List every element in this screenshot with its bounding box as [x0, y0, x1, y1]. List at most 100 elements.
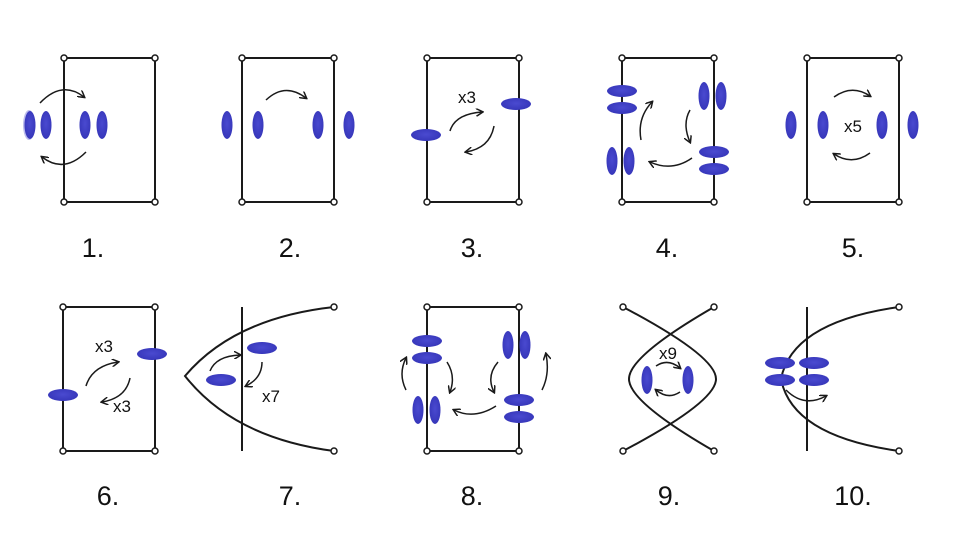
corner-dots — [59, 303, 159, 455]
disc — [785, 111, 797, 139]
arrow — [650, 157, 693, 166]
disc — [412, 396, 424, 424]
disc — [682, 366, 694, 394]
panel-4: 4. — [606, 54, 729, 263]
arrow — [491, 361, 499, 392]
disc — [641, 366, 653, 394]
corner-dots — [60, 54, 159, 206]
arrow — [655, 362, 680, 368]
corner-dots — [618, 54, 718, 206]
panel-6: x3 x3 6. — [48, 303, 167, 511]
multiplier-label: x9 — [659, 344, 677, 363]
curve — [779, 306, 900, 452]
disc — [504, 394, 534, 406]
panel-number: 2. — [279, 233, 302, 263]
disc — [817, 111, 829, 139]
frame — [62, 306, 156, 452]
disc — [519, 331, 531, 359]
panel-1: 1. — [23, 54, 159, 263]
disc — [343, 111, 355, 139]
arrow — [209, 355, 240, 372]
arrow — [265, 89, 306, 101]
multiplier-label: x5 — [844, 117, 862, 136]
multiplier-label: x3 — [458, 88, 476, 107]
arrow — [833, 90, 870, 98]
arrow — [449, 112, 482, 132]
arrow — [102, 377, 131, 402]
disc — [606, 147, 618, 175]
disc — [765, 357, 795, 369]
arrow — [785, 389, 826, 401]
disc — [40, 111, 52, 139]
disc — [206, 374, 236, 386]
frame — [806, 57, 900, 203]
disc — [247, 342, 277, 354]
disc — [876, 111, 888, 139]
panel-7: x7 7. — [183, 303, 338, 511]
disc — [412, 335, 442, 347]
curve — [183, 306, 335, 452]
disc — [607, 102, 637, 114]
disc — [48, 389, 78, 401]
corner-dots — [895, 303, 903, 455]
corner-dots — [423, 54, 523, 206]
multiplier-label: x3 — [95, 337, 113, 356]
panel-number: 3. — [461, 233, 484, 263]
multiplier-label-2: x3 — [113, 397, 131, 416]
panel-2: 2. — [221, 54, 355, 263]
disc — [699, 146, 729, 158]
arrow — [454, 405, 497, 414]
disc — [715, 82, 727, 110]
arrow — [446, 361, 452, 392]
arrow — [85, 362, 118, 387]
panel-8: 8. — [402, 303, 547, 511]
disc — [504, 411, 534, 423]
panel-number: 1. — [82, 233, 105, 263]
arrow — [42, 151, 87, 166]
arrow — [39, 89, 84, 104]
disc — [799, 357, 829, 369]
disc — [312, 111, 324, 139]
disc — [411, 129, 441, 141]
panel-9: x9 9. — [619, 303, 718, 511]
arrow — [639, 102, 652, 141]
arrow — [686, 109, 690, 142]
arrow — [466, 125, 495, 152]
disc — [699, 163, 729, 175]
frame — [241, 57, 335, 203]
panel-number: 6. — [97, 481, 120, 511]
corner-dots — [238, 54, 338, 206]
disc — [79, 111, 91, 139]
curve — [627, 306, 715, 452]
corner-dots — [619, 303, 718, 455]
disc — [137, 348, 167, 360]
arrow — [541, 354, 547, 391]
disc — [765, 374, 795, 386]
panel-number: 7. — [279, 481, 302, 511]
disc — [623, 147, 635, 175]
panel-5: x5 5. — [785, 54, 919, 263]
frame — [426, 306, 520, 452]
disc — [698, 82, 710, 110]
disc — [96, 111, 108, 139]
panel-10: 10. — [765, 303, 903, 511]
panel-3: x3 3. — [411, 54, 531, 263]
curve — [622, 306, 718, 452]
panel-number: 8. — [461, 481, 484, 511]
corner-dots — [423, 303, 523, 455]
disc — [799, 374, 829, 386]
corner-dots — [803, 54, 903, 206]
frame — [621, 57, 715, 203]
multiplier-label: x7 — [262, 387, 280, 406]
arrow — [402, 358, 406, 391]
disc — [252, 111, 264, 139]
panel-number: 10. — [834, 481, 872, 511]
disc — [502, 331, 514, 359]
disc — [429, 396, 441, 424]
frame — [426, 57, 520, 203]
disc — [24, 111, 36, 139]
disc — [607, 85, 637, 97]
panel-number: 5. — [842, 233, 865, 263]
frame — [63, 57, 156, 203]
